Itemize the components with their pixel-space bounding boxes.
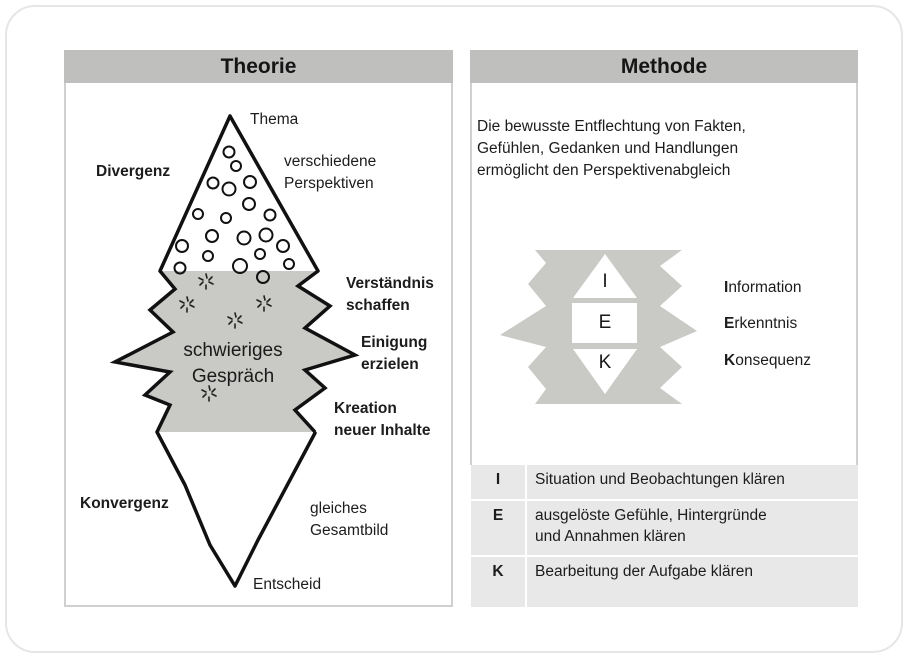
label-gespraech: Gespräch [191, 366, 275, 387]
step-key: K [471, 556, 527, 607]
iek-rect-middle [572, 303, 637, 343]
legend-erkenntnis: Erkenntnis [724, 315, 797, 333]
intro-line: ermöglicht den Perspektivenabgleich [477, 162, 731, 179]
perspective-bubbles [173, 145, 295, 284]
legend-initial: E [724, 315, 735, 332]
label-verstaendnis-2: schaffen [346, 297, 410, 314]
iek-letter-i: I [602, 271, 608, 292]
label-einigung-1: Einigung [361, 334, 428, 351]
label-entscheid: Entscheid [253, 576, 322, 593]
step-line: Situation und Beobachtungen klären [535, 471, 785, 488]
difficult-conversation-area [115, 271, 355, 432]
iek-letter-k: K [598, 352, 612, 373]
divergence-triangle [158, 114, 320, 273]
step-line: ausgelöste Gefühle, Hintergründe [535, 507, 767, 524]
label-perspektiven-1: verschiedene [284, 153, 377, 170]
conflict-sparks [179, 273, 272, 402]
theorie-header: Theorie [64, 50, 453, 83]
iek-letter-e: E [598, 312, 612, 333]
step-description: ausgelöste Gefühle, Hintergründe und Anna… [526, 500, 858, 557]
legend-konsequenz: Konsequenz [724, 352, 811, 370]
methode-intro: Die bewusste Entflechtung von Fakten, Ge… [477, 116, 746, 182]
legend-rest: nformation [728, 279, 802, 296]
step-line: Bearbeitung der Aufgabe klären [535, 563, 754, 580]
label-verstaendnis-1: Verständnis [346, 275, 434, 292]
legend-initial: I [724, 279, 729, 296]
label-gesamtbild-1: gleiches [310, 500, 367, 517]
label-thema: Thema [250, 111, 299, 128]
table-row: K Bearbeitung der Aufgabe klären [471, 556, 858, 607]
step-line: und Annahmen klären [535, 528, 686, 545]
iek-steps-table: I Situation und Beobachtungen klären E a… [471, 465, 858, 607]
legend-information: Information [724, 279, 802, 297]
label-konvergenz: Konvergenz [80, 495, 169, 512]
iek-triangle-bottom [573, 349, 637, 394]
label-perspektiven-2: Perspektiven [284, 175, 374, 192]
step-description: Situation und Beobachtungen klären [526, 465, 858, 501]
label-gesamtbild-2: Gesamtbild [310, 522, 389, 539]
iek-triangle-top [573, 254, 637, 298]
label-einigung-2: erzielen [361, 356, 419, 373]
table-row: E ausgelöste Gefühle, Hintergründe und An… [471, 500, 858, 557]
legend-initial: K [724, 352, 736, 369]
intro-line: Gefühlen, Gedanken und Handlungen [477, 140, 739, 157]
step-key: I [471, 465, 527, 501]
jagged-right-edge [292, 269, 360, 434]
jagged-left-edge [109, 269, 178, 433]
table-row: I Situation und Beobachtungen klären [471, 465, 858, 501]
label-divergenz: Divergenz [96, 163, 171, 180]
label-kreation-2: neuer Inhalte [334, 422, 431, 439]
step-description: Bearbeitung der Aufgabe klären [526, 556, 858, 607]
label-schwieriges: schwieriges [183, 340, 283, 361]
intro-line: Die bewusste Entflechtung von Fakten, [477, 118, 746, 135]
label-kreation-1: Kreation [334, 400, 397, 417]
convergence-triangle [155, 430, 317, 588]
legend-rest: rkenntnis [734, 315, 798, 332]
legend-rest: onsequenz [735, 352, 812, 369]
step-key: E [471, 500, 527, 557]
methode-header: Methode [470, 50, 858, 83]
